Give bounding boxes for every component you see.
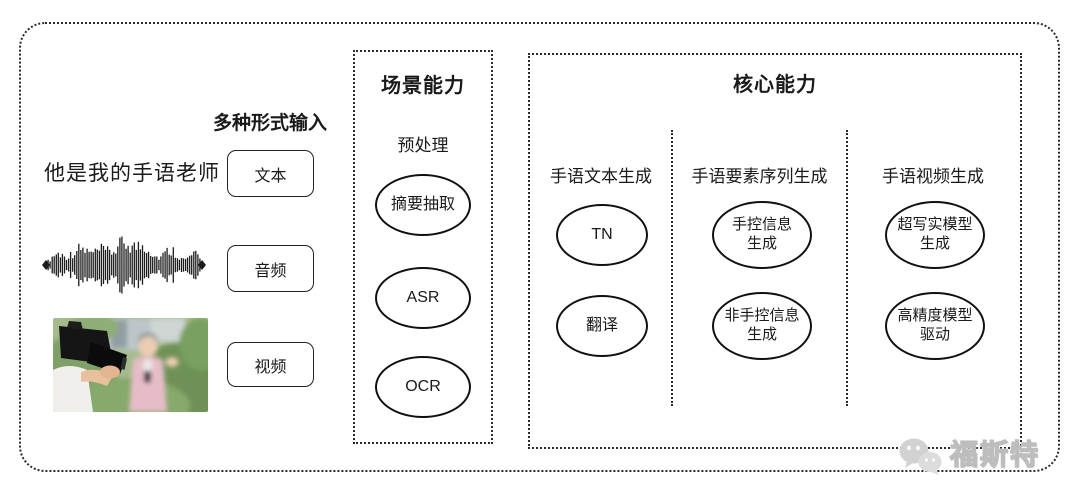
input-type-audio-box: 音频 xyxy=(227,245,314,292)
video-thumbnail xyxy=(53,318,208,412)
node-summary-extraction: 摘要抽取 xyxy=(375,174,471,236)
sample-sentence: 他是我的手语老师 xyxy=(44,162,220,185)
core-column-divider-1 xyxy=(671,130,673,406)
input-type-text-label: 文本 xyxy=(254,167,287,185)
outer-frame xyxy=(19,22,1060,472)
reporter-figure xyxy=(129,334,179,412)
audio-waveform-icon xyxy=(42,236,206,294)
node-manual-info-generation: 手控信息 生成 xyxy=(712,201,812,269)
scene-box-title: 场景能力 xyxy=(381,75,465,97)
scene-capability-box xyxy=(353,50,493,444)
core-column-1-title: 手语文本生成 xyxy=(550,167,652,186)
node-hyperrealistic-model-generation: 超写实模型 生成 xyxy=(885,201,985,269)
input-type-video-box: 视频 xyxy=(227,342,314,387)
core-box-title: 核心能力 xyxy=(733,74,817,96)
input-section-title: 多种形式输入 xyxy=(212,113,327,134)
input-type-audio-label: 音频 xyxy=(254,262,287,280)
core-column-3-title: 手语视频生成 xyxy=(882,167,984,186)
wechat-icon xyxy=(899,438,942,475)
node-tn: TN xyxy=(556,204,648,266)
node-non-manual-info-generation: 非手控信息 生成 xyxy=(712,292,812,360)
input-type-video-label: 视频 xyxy=(254,358,287,376)
node-high-precision-model-driving: 高精度模型 驱动 xyxy=(885,292,985,360)
input-type-text-box: 文本 xyxy=(227,150,314,197)
core-capability-box xyxy=(528,53,1022,449)
node-translation: 翻译 xyxy=(556,295,648,357)
core-column-divider-2 xyxy=(846,130,848,406)
watermark-text: 福斯特 xyxy=(949,438,1041,470)
camera-figure xyxy=(53,321,127,412)
core-column-2-title: 手语要素序列生成 xyxy=(691,167,828,186)
node-asr: ASR xyxy=(375,267,471,329)
node-ocr: OCR xyxy=(375,356,471,418)
scene-subtitle: 预处理 xyxy=(397,136,449,155)
